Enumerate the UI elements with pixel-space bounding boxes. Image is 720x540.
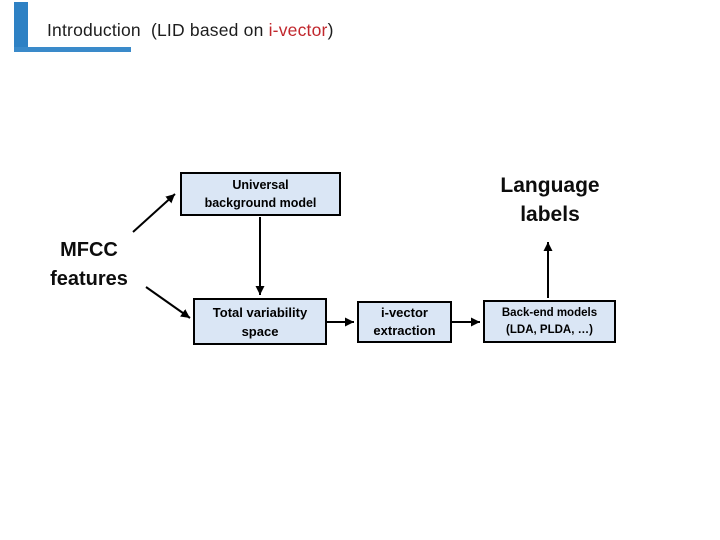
box-line: space [241,323,279,339]
slide-title: Introduction (LID based on i-vector) [47,20,334,41]
box-line: (LDA, PLDA, …) [506,323,593,336]
box-backend-models: Back-end models (LDA, PLDA, …) [483,300,616,343]
language-labels-label: Language labels [500,174,600,226]
box-universal-background-model: Universal background model [180,172,341,216]
mfcc-features-label: MFCC features [50,239,128,290]
box-line: Total variability [212,304,308,320]
title-suffix-text: ) [327,20,334,40]
box-line: Back-end models [501,306,598,319]
title-underline [14,47,131,52]
box-line: background model [204,196,317,210]
title-text: Introduction (LID based on [47,20,269,40]
box-line: i-vector [381,305,428,320]
title-highlight-text: i-vector [268,20,328,40]
box-ivector-extraction: i-vector extraction [357,301,452,343]
title-accent-bar [14,2,28,51]
box-line: Universal [232,178,289,192]
arrow-mfcc-to-ubm [132,193,176,233]
box-total-variability-space: Total variability space [193,298,327,345]
box-line: extraction [373,323,436,338]
